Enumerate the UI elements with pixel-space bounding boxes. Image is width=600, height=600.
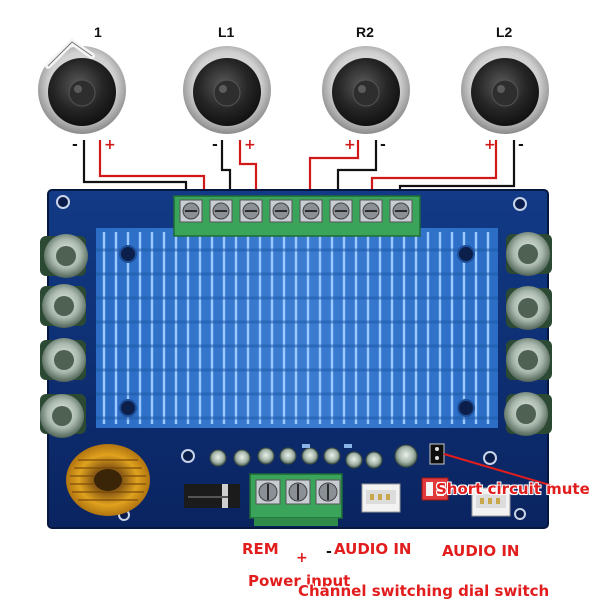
power-plus-mark: + [296, 550, 308, 566]
speaker-terminal-block [173, 195, 421, 237]
power-terminal-block [249, 473, 343, 526]
capacitors-right [504, 232, 552, 436]
speaker-l1 [183, 46, 271, 134]
speaker-label-r2: R2 [356, 24, 374, 40]
label-power-input: Power input [248, 572, 351, 590]
power-minus-mark: - [326, 544, 332, 560]
speaker-label-l2: L2 [496, 24, 513, 40]
diode [184, 484, 240, 508]
label-channel-switch: Channel switching dial switch [298, 582, 550, 600]
small-capacitors [209, 444, 418, 469]
speaker-1-minus: - [72, 137, 78, 153]
speaker-l2-minus: - [518, 137, 524, 153]
mute-jumper [429, 443, 445, 465]
heatsink [96, 228, 498, 428]
speaker-r2-plus: + [344, 137, 356, 153]
label-audio-in-1: AUDIO IN [334, 540, 412, 558]
input-connector-2 [471, 487, 511, 517]
label-audio-in-2: AUDIO IN [442, 542, 520, 560]
speaker-label-l1: L1 [218, 24, 235, 40]
speaker-l1-plus: + [244, 137, 256, 153]
label-rem: REM [242, 540, 279, 558]
speaker-r2-minus: - [380, 137, 386, 153]
speaker-l2 [461, 46, 549, 134]
capacitors-left [40, 234, 88, 438]
toroidal-inductor [66, 444, 150, 516]
speaker-r2 [322, 46, 410, 134]
speaker-l2-plus: + [484, 137, 496, 153]
speaker-1 [38, 46, 126, 134]
input-connector-1 [361, 483, 401, 513]
speaker-l1-minus: - [212, 137, 218, 153]
annotation-lines [443, 453, 561, 489]
label-short-circuit-mute: Short circuit mute [436, 480, 590, 498]
speaker-label-1: 1 [94, 24, 102, 40]
speaker-1-plus: + [104, 137, 116, 153]
dip-switch [421, 477, 449, 501]
